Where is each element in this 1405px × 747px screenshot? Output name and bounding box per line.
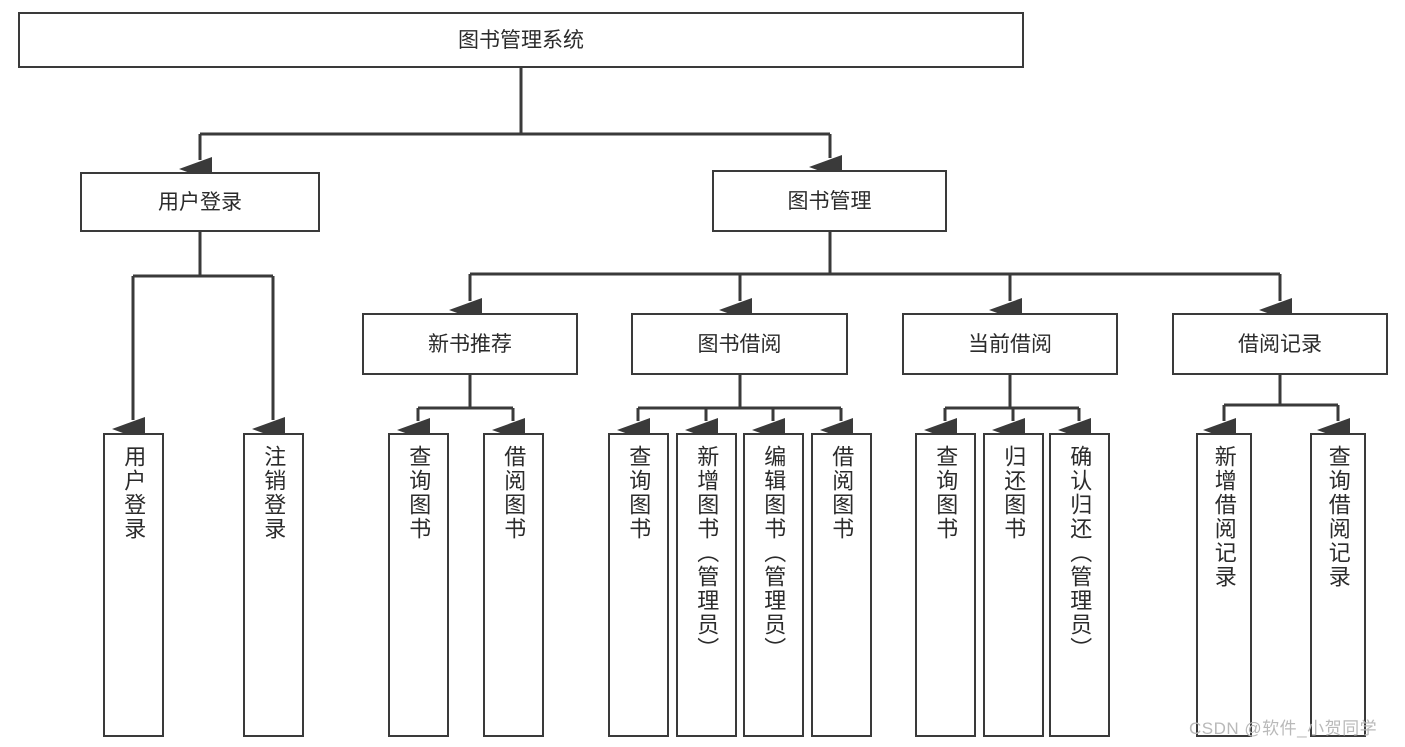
node-new-book-rec-label: 新书推荐 [428, 332, 512, 356]
node-user-login[interactable]: 用户登录 [80, 172, 320, 232]
leaf-query-record-label: 查询借阅记录 [1325, 445, 1351, 589]
node-book-borrow[interactable]: 图书借阅 [631, 313, 848, 375]
csdn-watermark: CSDN @软件_小贺同学 [1189, 719, 1378, 738]
leaf-query-book-1-label: 查询图书 [406, 445, 432, 541]
leaf-query-book-1[interactable]: 查询图书 [388, 433, 449, 737]
leaf-add-record[interactable]: 新增借阅记录 [1196, 433, 1252, 737]
leaf-query-book-2[interactable]: 查询图书 [608, 433, 669, 737]
node-new-book-rec[interactable]: 新书推荐 [362, 313, 578, 375]
leaf-add-book-label: 新增图书（管理员） [694, 445, 720, 661]
leaf-user-login[interactable]: 用户登录 [103, 433, 164, 737]
leaf-add-book[interactable]: 新增图书（管理员） [676, 433, 737, 737]
leaf-return-book[interactable]: 归还图书 [983, 433, 1044, 737]
leaf-confirm-return[interactable]: 确认归还（管理员） [1049, 433, 1110, 737]
node-book-manage[interactable]: 图书管理 [712, 170, 947, 232]
node-user-login-label: 用户登录 [158, 190, 242, 214]
node-root-label: 图书管理系统 [458, 28, 584, 52]
leaf-logout-label: 注销登录 [261, 445, 287, 541]
node-borrow-record[interactable]: 借阅记录 [1172, 313, 1388, 375]
leaf-borrow-book-2-label: 借阅图书 [829, 445, 855, 541]
leaf-query-record[interactable]: 查询借阅记录 [1310, 433, 1366, 737]
leaf-add-record-label: 新增借阅记录 [1211, 445, 1237, 589]
leaf-query-book-2-label: 查询图书 [626, 445, 652, 541]
node-current-borrow-label: 当前借阅 [968, 332, 1052, 356]
node-root[interactable]: 图书管理系统 [18, 12, 1024, 68]
leaf-return-book-label: 归还图书 [1001, 445, 1027, 541]
leaf-user-login-label: 用户登录 [121, 445, 147, 541]
leaf-borrow-book-2[interactable]: 借阅图书 [811, 433, 872, 737]
node-current-borrow[interactable]: 当前借阅 [902, 313, 1118, 375]
node-book-manage-label: 图书管理 [787, 189, 872, 213]
leaf-borrow-book-1-label: 借阅图书 [501, 445, 527, 541]
leaf-confirm-return-label: 确认归还（管理员） [1067, 445, 1093, 661]
leaf-edit-book-label: 编辑图书（管理员） [761, 445, 787, 661]
leaf-edit-book[interactable]: 编辑图书（管理员） [743, 433, 804, 737]
node-book-borrow-label: 图书借阅 [697, 332, 782, 356]
node-borrow-record-label: 借阅记录 [1238, 332, 1322, 356]
leaf-query-book-3-label: 查询图书 [933, 445, 959, 541]
leaf-query-book-3[interactable]: 查询图书 [915, 433, 976, 737]
leaf-borrow-book-1[interactable]: 借阅图书 [483, 433, 544, 737]
leaf-logout[interactable]: 注销登录 [243, 433, 304, 737]
